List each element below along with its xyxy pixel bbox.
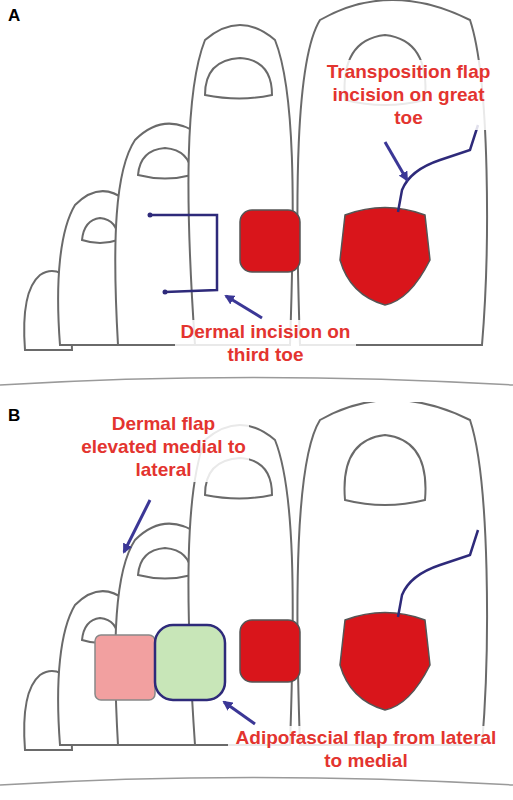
callout-label: Dermal flap elevated medial to lateral (78, 412, 249, 482)
panel-letter: A (8, 6, 48, 26)
callout-label: Adipofascial flap from lateral to medial (228, 726, 504, 774)
callout-label: Transposition flap incision on great toe (318, 60, 499, 130)
panel-letter: B (8, 406, 48, 426)
callout-label: Dermal incision on third toe (175, 320, 356, 368)
